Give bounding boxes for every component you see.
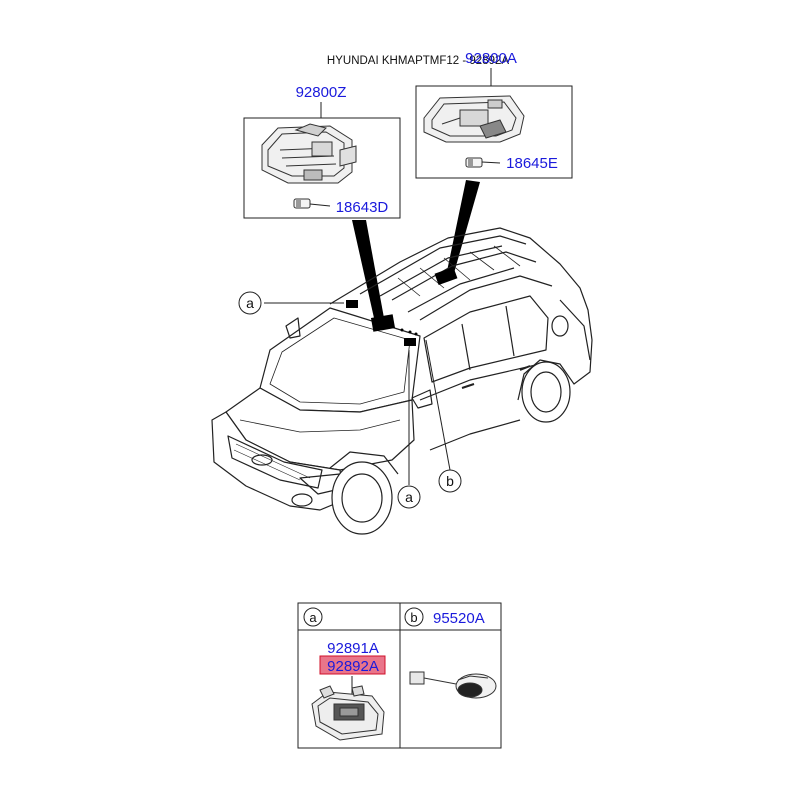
vehicle-suv-drawing xyxy=(211,227,593,535)
part-a-location-mark-1 xyxy=(346,300,358,308)
callout-a-top-label: a xyxy=(246,295,254,311)
pointer-wedge-right xyxy=(446,180,480,280)
pointer-wedge-left xyxy=(352,220,384,318)
diagram-title: HYUNDAI KHMAPTMF12 - 92892A xyxy=(327,55,509,67)
bulb-left-drawing xyxy=(293,198,331,209)
lamp-location-mark-front xyxy=(370,314,396,332)
lamp-box-left xyxy=(243,117,401,219)
table-callout-a-label: a xyxy=(309,610,317,625)
detail-table xyxy=(297,602,502,749)
overhead-lamp-left-drawing xyxy=(261,123,357,184)
part-number-95520A[interactable]: 95520A xyxy=(433,610,485,627)
part-number-92892A-highlighted[interactable]: 92892A xyxy=(327,658,379,675)
map-lamp-drawing xyxy=(311,685,385,741)
part-number-92891A[interactable]: 92891A xyxy=(327,640,379,657)
callout-a-top[interactable] xyxy=(238,291,262,315)
overhead-lamp-right-drawing xyxy=(423,95,525,143)
table-callout-b-label: b xyxy=(410,610,417,625)
table-callout-a xyxy=(303,607,323,627)
leader-line xyxy=(425,339,451,471)
part-number-lamp-left[interactable]: 92800Z xyxy=(296,84,347,101)
part-number-bulb-left[interactable]: 18643D xyxy=(336,199,389,216)
part-number-bulb-right[interactable]: 18645E xyxy=(506,155,558,172)
callout-a-bottom[interactable] xyxy=(397,485,421,509)
callout-b-label: b xyxy=(446,473,454,489)
part-number-lamp-right[interactable]: 92800A xyxy=(465,50,517,67)
sensor-drawing xyxy=(409,671,497,699)
table-callout-b xyxy=(404,607,424,627)
callout-a-bottom-label: a xyxy=(405,489,413,505)
part-a-location-mark-2 xyxy=(404,338,416,346)
bulb-right-drawing xyxy=(465,157,501,168)
callout-b[interactable] xyxy=(438,469,462,493)
lamp-box-right xyxy=(415,85,573,179)
highlighted-part-box xyxy=(319,655,386,675)
lamp-location-mark-rear xyxy=(434,266,458,286)
